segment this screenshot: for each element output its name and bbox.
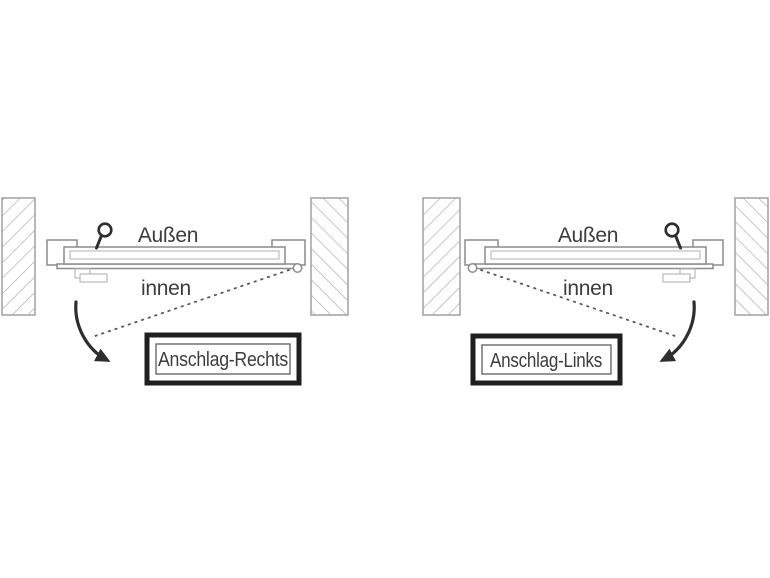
wall-left-hatched [1, 197, 36, 316]
wall-left-hatched [422, 197, 461, 316]
hinge-box-label: Anschlag-Rechts [158, 349, 288, 371]
door-knob-icon [95, 222, 113, 250]
swing-direction-arrow [74, 300, 111, 362]
door-leaf [484, 246, 707, 265]
hinge-box-rechts: Anschlag-Rechts [144, 332, 302, 386]
door-leaf-inner-line [69, 250, 280, 260]
inside-label: innen [563, 277, 613, 300]
hinge-pivot-icon [292, 263, 303, 273]
door-assembly [46, 222, 306, 283]
outside-label: Außen [558, 224, 618, 247]
door-leaf [63, 246, 286, 265]
door-knob-icon [664, 222, 682, 250]
wall-right-hatched [310, 197, 349, 316]
inside-label: innen [141, 277, 191, 300]
hinge-box-label: Anschlag-Links [490, 350, 602, 372]
swing-direction-arrow [659, 300, 696, 362]
outside-label: Außen [138, 224, 198, 247]
door-leaf-inner-line [490, 250, 701, 260]
hinge-pivot-icon [467, 263, 478, 273]
diagram-anschlag-links: Außen innen Anschlag-Links [422, 197, 769, 386]
door-lock-detail [662, 273, 691, 283]
swing-path-dotted-line [480, 269, 676, 337]
hinge-box-links: Anschlag-Links [470, 333, 623, 386]
wall-right-hatched [734, 197, 769, 316]
door-lock-detail [79, 273, 108, 283]
diagram-anschlag-rechts: Außen innen Anschlag-Rechts [1, 197, 349, 386]
door-assembly [464, 222, 724, 283]
swing-path-dotted-line [94, 269, 290, 337]
